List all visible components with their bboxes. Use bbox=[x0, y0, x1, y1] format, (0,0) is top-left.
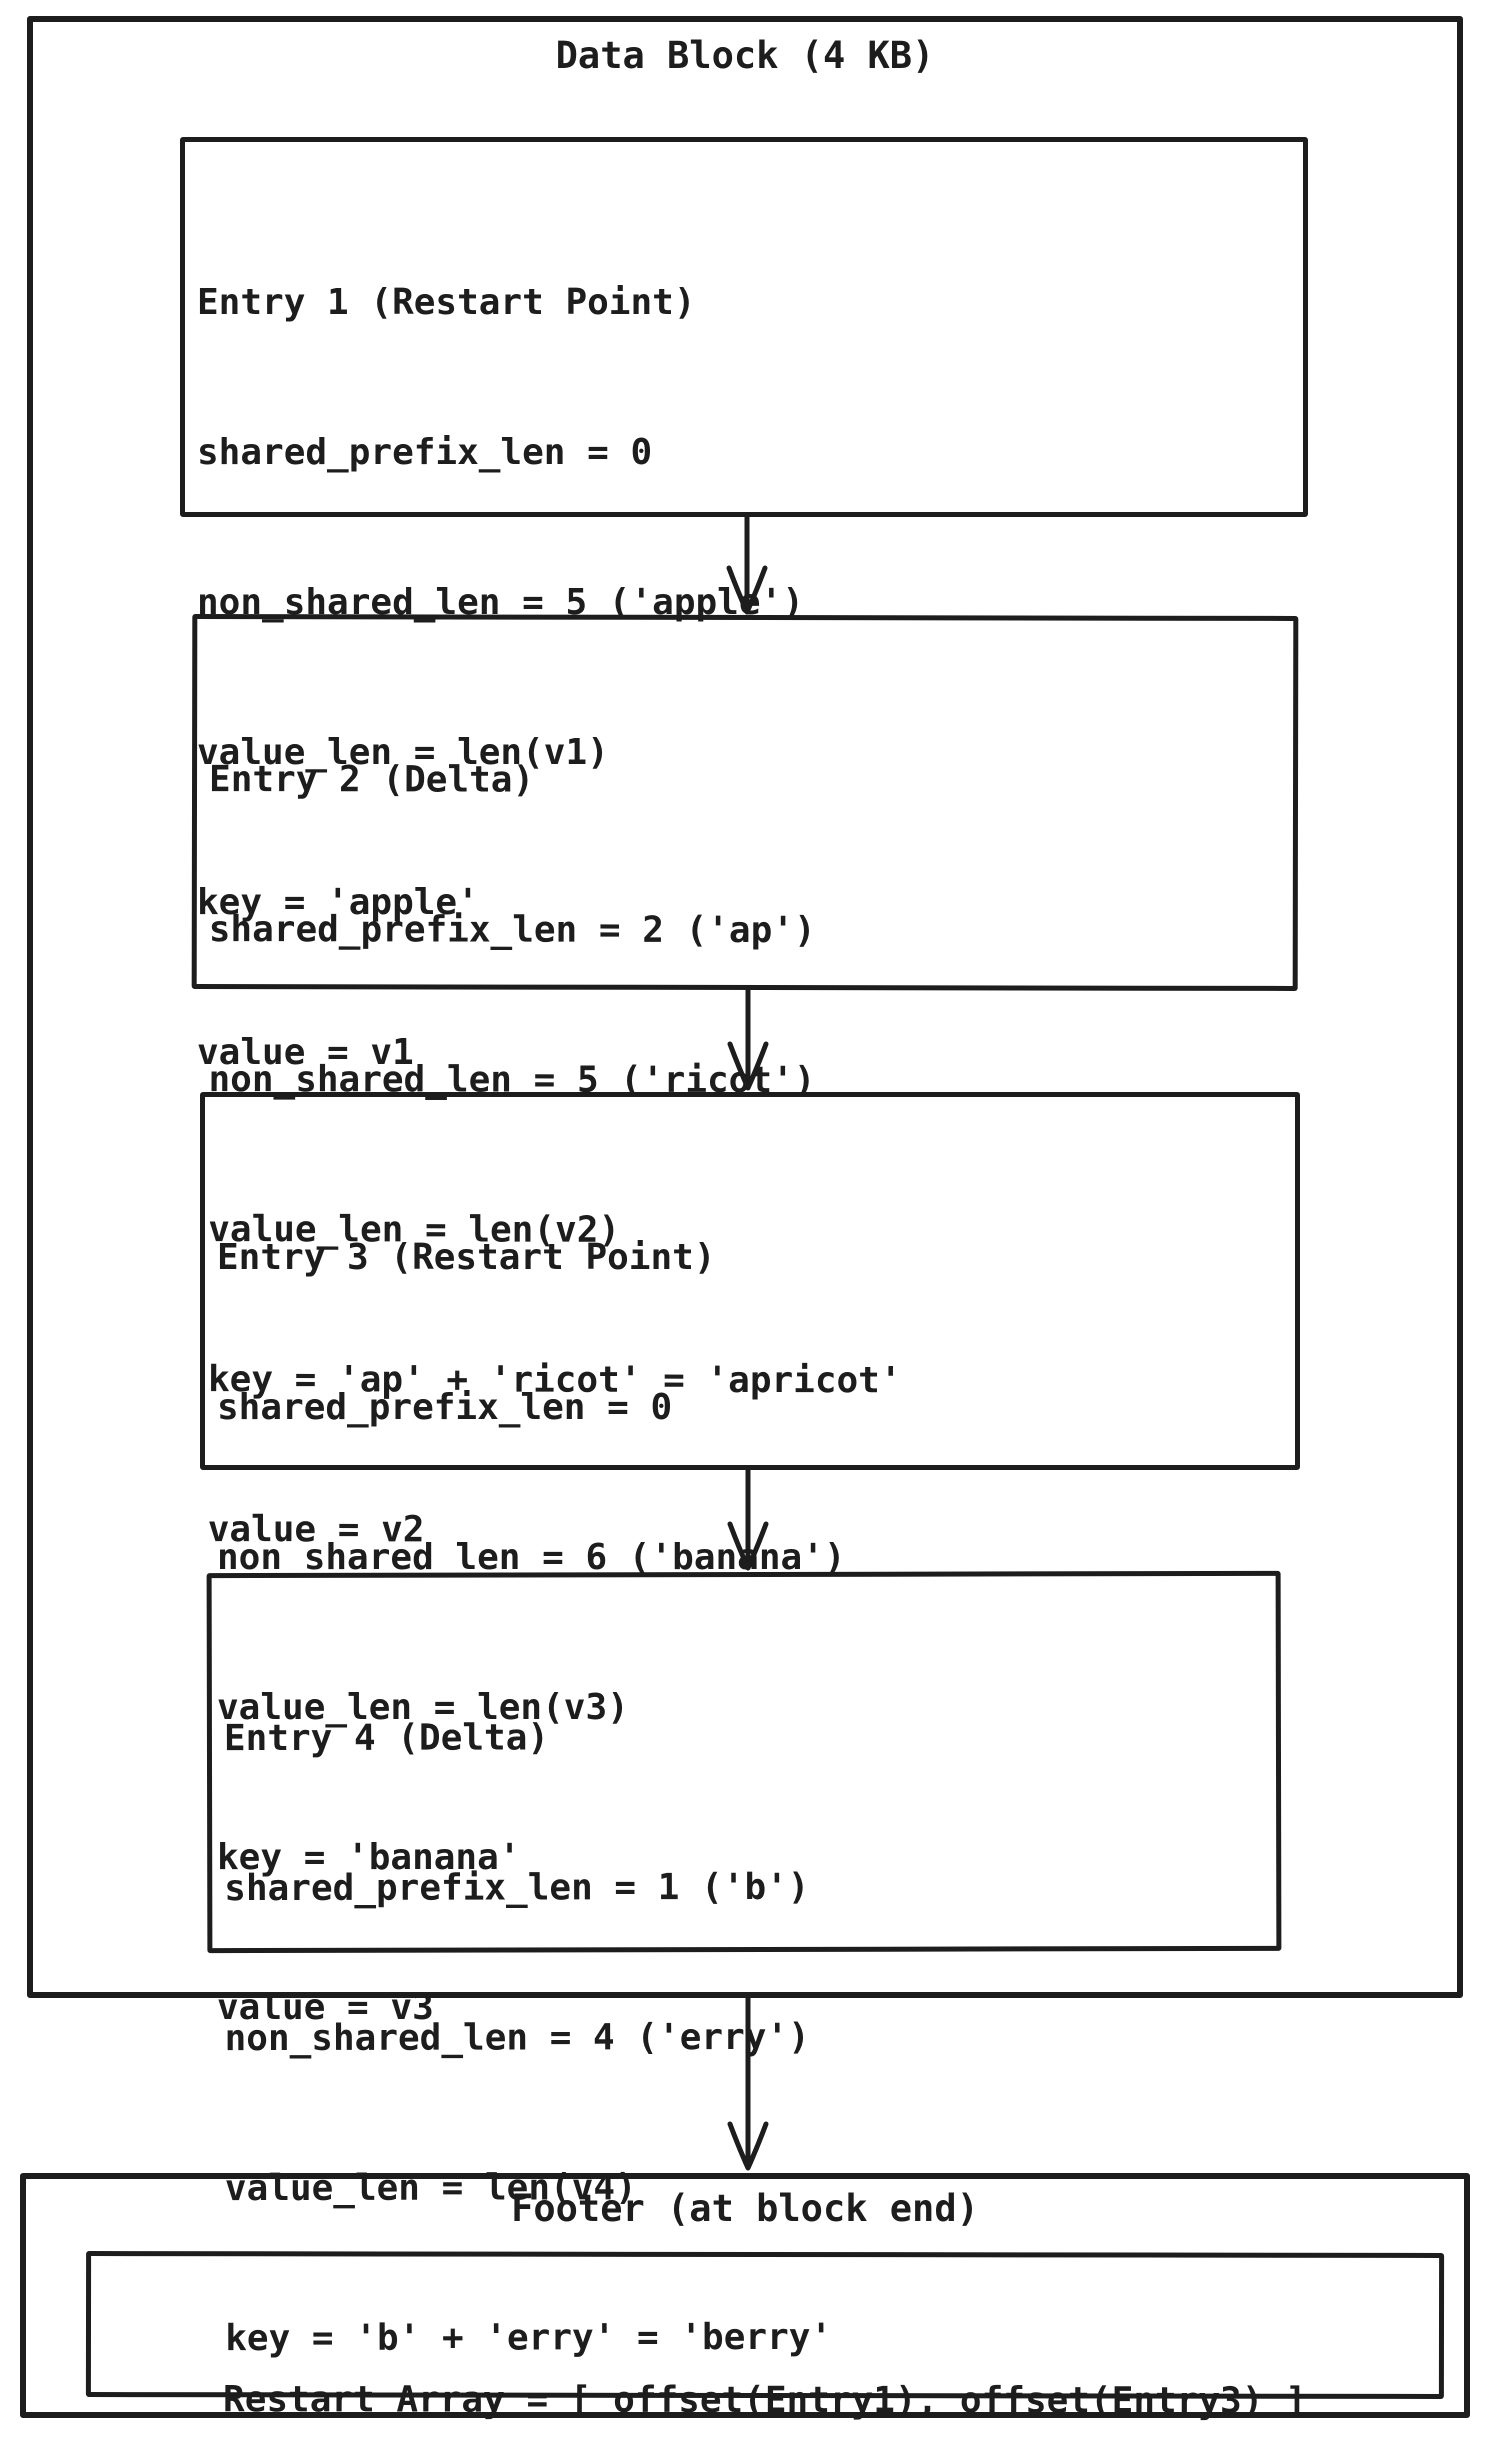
data-block-box: Data Block (4 KB) bbox=[27, 16, 1463, 1998]
arrow-entry1-to-entry2 bbox=[726, 514, 768, 615]
entry-4-field-shared-prefix-len: shared_prefix_len = 1 ('b') bbox=[224, 1866, 810, 1910]
footer-title: Footer (at block end) bbox=[511, 2187, 979, 2230]
entry-3-field-shared-prefix-len: shared_prefix_len = 0 bbox=[217, 1387, 673, 1428]
entry-3-field-key: key = 'banana' bbox=[217, 1837, 521, 1878]
arrow-block-to-footer bbox=[727, 1996, 769, 2171]
entry-2-title: Entry 2 (Delta) bbox=[209, 759, 535, 801]
entry-1-field-shared-prefix-len: shared_prefix_len = 0 bbox=[197, 432, 653, 473]
arrow-entry2-to-entry3 bbox=[727, 986, 769, 1091]
entry-3-box: Entry 3 (Restart Point) shared_prefix_le… bbox=[200, 1092, 1300, 2028]
footer-box: Footer (at block end) Restart Array = [ … bbox=[20, 2173, 1470, 2422]
entry-1-field-value-len: value_len = len(v1) bbox=[197, 732, 609, 773]
arrow-entry3-to-entry4 bbox=[727, 1468, 769, 1571]
entry-2-box: Entry 2 (Delta) shared_prefix_len = 2 ('… bbox=[191, 614, 1299, 1550]
data-block-title: Data Block (4 KB) bbox=[555, 34, 935, 77]
entry-1-box: Entry 1 (Restart Point) shared_prefix_le… bbox=[180, 137, 1308, 1073]
entry-3-field-value: value = v3 bbox=[217, 1987, 434, 2028]
entry-3-field-non-shared-len: non_shared_len = 6 ('banana') bbox=[217, 1537, 846, 1578]
entry-1-title: Entry 1 (Restart Point) bbox=[197, 282, 696, 323]
entry-1-field-value: value = v1 bbox=[197, 1032, 414, 1073]
entry-3-title: Entry 3 (Restart Point) bbox=[217, 1237, 716, 1278]
entry-2-field-shared-prefix-len: shared_prefix_len = 2 ('ap') bbox=[208, 909, 816, 952]
entry-1-field-non-shared-len: non_shared_len = 5 ('apple') bbox=[197, 582, 804, 623]
entry-4-title: Entry 4 (Delta) bbox=[223, 1717, 550, 1760]
entry-3-field-value-len: value_len = len(v3) bbox=[217, 1687, 629, 1728]
restart-array-box: Restart Array = [ offset(Entry1), offset… bbox=[85, 2251, 1445, 2422]
entry-1-field-key: key = 'apple' bbox=[197, 882, 479, 923]
restart-array-line: Restart Array = [ offset(Entry1), offset… bbox=[223, 2379, 1307, 2422]
entry-4-box: Entry 4 (Delta) shared_prefix_len = 1 ('… bbox=[206, 1570, 1282, 2359]
